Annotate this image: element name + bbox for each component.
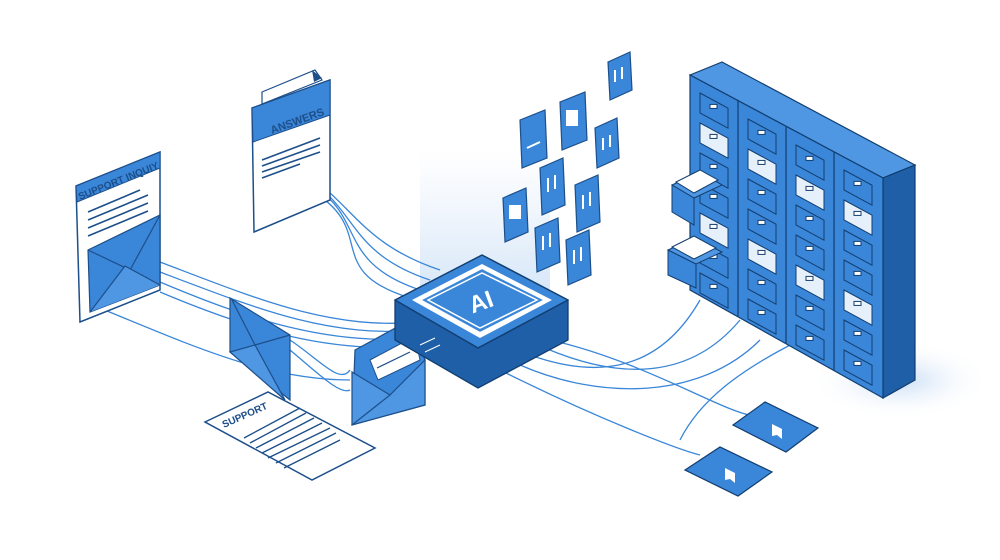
support-inquiry-document: SUPPORT INQUIY — [75, 150, 161, 324]
quote-card — [565, 229, 592, 286]
cabinet-drawer — [843, 169, 873, 207]
connection-line — [289, 349, 351, 392]
connection-line — [549, 339, 751, 416]
drawer-handle — [757, 159, 766, 165]
quote-card — [539, 157, 566, 216]
cabinet-drawer — [843, 289, 873, 327]
cabinet-drawer — [699, 272, 729, 310]
drawer-handle — [757, 219, 766, 225]
cabinet-drawer — [747, 268, 777, 306]
drawer-handle — [805, 215, 814, 221]
ai-chip: AI — [394, 254, 569, 389]
drawer-handle — [709, 163, 718, 169]
connection-line — [289, 339, 351, 376]
drawer-handle — [757, 189, 766, 195]
connection-line — [159, 271, 421, 333]
quote-card — [574, 174, 601, 233]
cabinet-drawer — [843, 199, 873, 237]
cabinet-drawer — [747, 208, 777, 246]
filing-cabinet-rack — [666, 61, 917, 400]
drawer-handle — [709, 193, 718, 199]
drawer-handle — [853, 180, 862, 186]
drawer-handle — [757, 129, 766, 135]
floating-cards — [502, 51, 633, 286]
cabinet-drawer — [747, 238, 777, 276]
open-drawer — [666, 235, 724, 289]
cabinet-drawer — [699, 212, 729, 250]
cabinet-drawer — [843, 319, 873, 357]
quote-card — [607, 51, 633, 101]
drawer-handle — [805, 305, 814, 311]
drawer-handle — [853, 300, 862, 306]
connection-line — [529, 299, 701, 369]
cabinet-drawer — [795, 144, 825, 182]
drawer-handle — [805, 185, 814, 191]
drawer-handle — [805, 155, 814, 161]
quote-card — [534, 217, 561, 273]
connection-lines — [79, 159, 801, 456]
cabinet-drawer — [747, 178, 777, 216]
drawer-handle — [805, 245, 814, 251]
cabinet-drawer — [747, 298, 777, 336]
bookmark-tile — [683, 446, 774, 497]
drawer-handle — [853, 360, 862, 366]
drawer-handle — [709, 103, 718, 109]
drawer-handle — [709, 283, 718, 289]
support-document: SUPPORT — [203, 391, 377, 481]
drawer-handle — [805, 335, 814, 341]
drawer-handle — [853, 270, 862, 276]
cabinet-drawer — [843, 259, 873, 297]
cabinet-drawer — [795, 264, 825, 302]
bookmark-tile — [731, 401, 820, 453]
connection-line — [159, 261, 421, 324]
connection-line — [499, 369, 701, 456]
cabinet-drawer — [843, 349, 873, 387]
cabinet-drawer — [795, 174, 825, 212]
connection-line — [679, 339, 801, 441]
cabinet-drawer — [795, 294, 825, 332]
cabinet-drawer — [795, 234, 825, 272]
connection-line — [544, 319, 741, 370]
drawer-handle — [757, 309, 766, 315]
cabinet-drawer — [795, 204, 825, 242]
drawer-handle — [709, 133, 718, 139]
cabinet-drawer — [843, 229, 873, 267]
bookmark-card — [502, 187, 529, 243]
cabinet-drawer — [699, 92, 729, 130]
drawer-handle — [853, 330, 862, 336]
drawer-handle — [757, 249, 766, 255]
envelope-icon — [228, 296, 291, 402]
bookmark-card — [559, 91, 588, 151]
connection-line — [519, 339, 761, 390]
open-drawer — [670, 169, 724, 226]
quote-card — [594, 117, 620, 169]
cabinet-drawer — [747, 118, 777, 156]
connection-line — [79, 299, 351, 381]
cabinet-drawer — [699, 122, 729, 160]
connection-line — [309, 189, 411, 299]
drawer-handle — [757, 279, 766, 285]
cabinet-drawer — [795, 324, 825, 362]
drawer-handle — [853, 240, 862, 246]
drawer-handle — [709, 223, 718, 229]
envelope-icon — [87, 214, 161, 313]
answers-document: ANSWERS — [251, 69, 331, 234]
cabinet-drawer — [747, 148, 777, 186]
document-card — [519, 109, 548, 169]
cabinet-drawer — [699, 152, 729, 190]
drawer-handle — [853, 210, 862, 216]
drawer-handle — [805, 275, 814, 281]
